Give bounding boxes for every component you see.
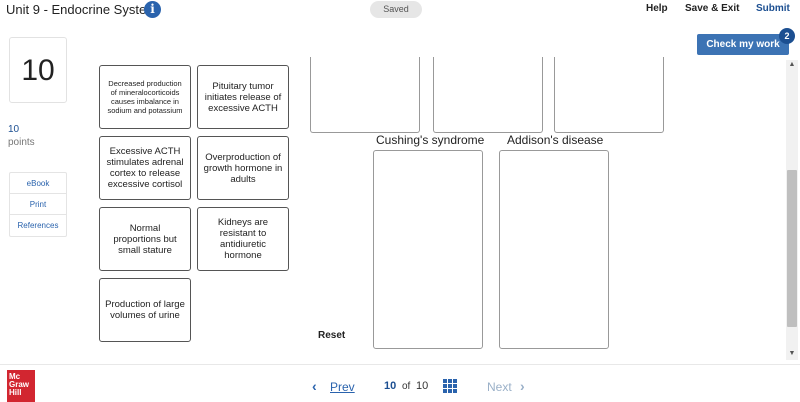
drop-zone[interactable] [433, 57, 543, 133]
answer-card[interactable]: Overproduction of growth hormone in adul… [197, 136, 289, 200]
print-link[interactable]: Print [10, 194, 66, 215]
check-my-work-button[interactable]: Check my work [697, 34, 789, 55]
chevron-left-icon[interactable]: ‹ [312, 378, 317, 394]
answer-card[interactable]: Excessive ACTH stimulates adrenal cortex… [99, 136, 191, 200]
top-bar: Unit 9 - Endocrine System i Saved Help S… [0, 0, 800, 20]
total-pages: 10 [416, 380, 429, 392]
answer-card[interactable]: Pituitary tumor initiates release of exc… [197, 65, 289, 129]
next-button[interactable]: Next [487, 380, 512, 394]
answer-card[interactable]: Production of large volumes of urine [99, 278, 191, 342]
resource-links: eBook Print References [9, 172, 67, 237]
references-link[interactable]: References [17, 221, 59, 230]
assignment-title: Unit 9 - Endocrine System [6, 2, 158, 17]
answer-card[interactable]: Kidneys are resistant to antidiuretic ho… [197, 207, 289, 271]
question-number: 10 [9, 37, 67, 103]
scroll-up-icon[interactable]: ▲ [788, 61, 796, 68]
check-attempts-badge: 2 [779, 28, 795, 44]
points-label: points [8, 137, 35, 148]
submit-link[interactable]: Submit [756, 3, 790, 14]
scrollbar-thumb[interactable] [787, 170, 797, 327]
points-value: 10 [8, 124, 20, 135]
footer-divider [0, 364, 800, 365]
reset-button[interactable]: Reset [318, 330, 346, 341]
current-page: 10 [384, 380, 397, 392]
addisons-disease-label: Addison's disease [507, 133, 604, 147]
grid-icon[interactable] [443, 379, 457, 393]
saved-status-badge: Saved [370, 1, 422, 18]
scroll-down-icon[interactable]: ▼ [788, 350, 796, 357]
answer-card[interactable]: Normal proportions but small stature [99, 207, 191, 271]
prev-button[interactable]: Prev [330, 380, 355, 394]
page-of-label: of [402, 381, 411, 392]
info-icon[interactable]: i [144, 1, 161, 18]
cushing-syndrome-drop-zone[interactable] [373, 150, 483, 349]
drop-zone[interactable] [310, 57, 420, 133]
cushing-syndrome-label: Cushing's syndrome [376, 133, 485, 147]
drop-zone[interactable] [554, 57, 664, 133]
answer-card[interactable]: Decreased production of mineralocorticoi… [99, 65, 191, 129]
chevron-right-icon[interactable]: › [520, 378, 525, 394]
ebook-link[interactable]: eBook [10, 173, 66, 194]
addisons-disease-drop-zone[interactable] [499, 150, 609, 349]
save-exit-link[interactable]: Save & Exit [685, 3, 740, 14]
help-link[interactable]: Help [646, 3, 668, 14]
